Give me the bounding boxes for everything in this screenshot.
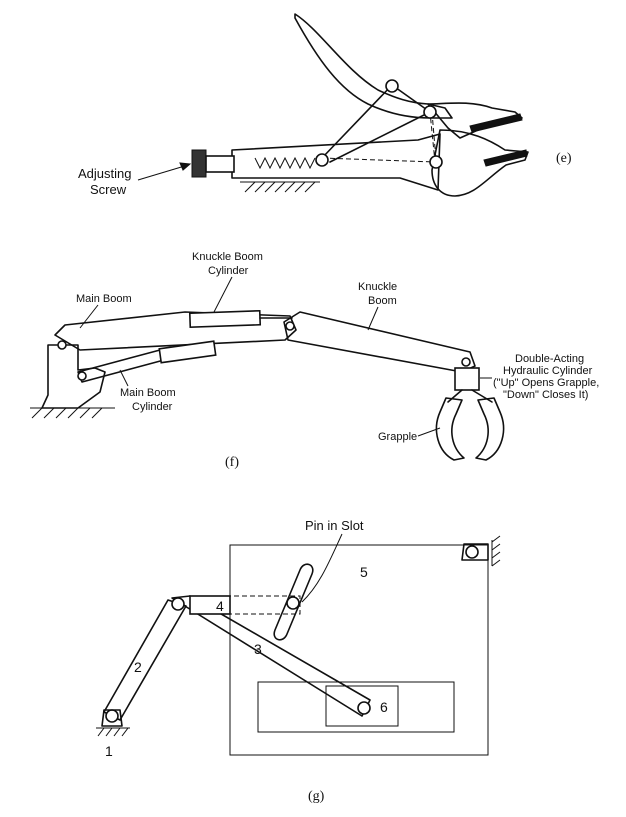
pliers-toggle-link-a <box>321 84 393 159</box>
leader-main-boom-cylinder <box>119 369 129 387</box>
caption-f: (f) <box>225 455 239 470</box>
pliers-hidden-link <box>431 111 437 161</box>
adjusting-screw-shaft <box>205 155 235 173</box>
crane-pivot-3 <box>285 321 295 331</box>
pin-in-slot-linkage-diagram: Pin in Slot 1 2 3 4 5 6 (g) <box>96 518 501 804</box>
leader-main-boom <box>79 304 99 329</box>
adjusting-screw-label-2: Screw <box>90 182 127 197</box>
link-4 <box>189 595 231 615</box>
pliers-ground-hatch <box>240 181 320 193</box>
link-3 <box>171 595 371 717</box>
leader-knuckle-boom-cylinder <box>213 276 233 313</box>
slider-6 <box>325 685 399 727</box>
pliers-pivot-1 <box>315 153 329 167</box>
grapple-arm-right <box>471 389 493 403</box>
pliers-upper-handle <box>294 13 453 119</box>
pin-link-3-6 <box>357 701 371 715</box>
label-main-boom-cylinder-2: Cylinder <box>132 401 173 413</box>
knuckle-boom <box>283 311 476 373</box>
pliers-lower-teeth <box>483 149 528 167</box>
ground-pivot-top-right <box>465 545 479 559</box>
pliers-body <box>231 133 441 191</box>
label-knuckle-boom-cylinder-1: Knuckle Boom <box>192 251 263 263</box>
label-link-5: 5 <box>360 564 368 580</box>
label-knuckle-boom-cylinder-2: Cylinder <box>208 265 249 277</box>
pin-in-slot <box>286 596 300 610</box>
crane-pivot-2 <box>77 371 87 381</box>
leader-knuckle-boom <box>367 306 379 331</box>
grapple-arm-left <box>447 389 463 403</box>
leader-pin-in-slot <box>301 533 343 603</box>
pliers-toggle-link-b <box>329 111 431 163</box>
ground-hatch-1 <box>96 727 130 737</box>
label-knuckle-boom-1: Knuckle <box>358 281 397 293</box>
label-link-1: 1 <box>105 743 113 759</box>
crane-pivot-4 <box>461 357 471 367</box>
ground-hatch-top-right <box>491 535 501 567</box>
label-double-acting-1: Double-Acting <box>515 353 584 365</box>
label-grapple: Grapple <box>378 431 417 443</box>
crane-ground-hatch <box>30 407 115 419</box>
label-double-acting-4: "Down" Closes It) <box>503 389 588 401</box>
pliers-pivot-3 <box>423 105 437 119</box>
label-double-acting-2: Hydraulic Cylinder <box>503 365 593 377</box>
knuckle-boom-cylinder <box>188 309 262 329</box>
adjusting-screw-knob <box>191 149 207 178</box>
ground-pivot-1 <box>101 709 123 727</box>
link-4-hidden-lines <box>210 595 301 615</box>
slider-guide-outer <box>257 681 455 733</box>
pliers-link-c <box>391 84 431 113</box>
pliers-lower-jaw <box>431 129 529 197</box>
label-main-boom: Main Boom <box>76 293 132 305</box>
caption-e: (e) <box>556 151 572 166</box>
slot <box>273 563 314 641</box>
crane-base <box>41 344 106 409</box>
locking-pliers-diagram: Adjusting Screw (e) <box>78 13 572 197</box>
caption-g: (g) <box>308 789 325 804</box>
label-double-acting-3: ("Up" Opens Grapple, <box>493 377 599 389</box>
ground-pivot-top-right-body <box>461 543 489 561</box>
adjusting-screw-label-1: Adjusting <box>78 166 131 181</box>
pliers-pivot-2 <box>385 79 399 93</box>
pliers-pivot-4 <box>429 155 443 169</box>
label-link-6: 6 <box>380 699 388 715</box>
adjusting-screw-leader <box>137 164 189 181</box>
pin-link-2-3 <box>171 597 185 611</box>
leader-grapple <box>417 427 441 437</box>
label-link-2: 2 <box>134 659 142 675</box>
pliers-spring <box>254 156 316 170</box>
pin-link-1-2 <box>105 709 119 723</box>
crane-pivot-1 <box>57 340 67 350</box>
link-2 <box>103 599 187 721</box>
pliers-upper-teeth <box>469 113 523 133</box>
label-knuckle-boom-2: Boom <box>368 295 397 307</box>
label-main-boom-cylinder-1: Main Boom <box>120 387 176 399</box>
adjusting-screw-arrowhead <box>179 162 192 171</box>
main-boom-cylinder <box>77 349 165 383</box>
label-link-3: 3 <box>254 641 262 657</box>
main-boom-cylinder-barrel <box>158 340 217 364</box>
link-5-frame <box>229 544 489 756</box>
knuckle-boom-diagram: Knuckle Boom Cylinder Main Boom Knuckle … <box>30 251 599 470</box>
grapple-jaws <box>435 397 505 461</box>
label-link-4: 4 <box>216 598 224 614</box>
label-pin-in-slot: Pin in Slot <box>305 518 364 533</box>
grapple-cylinder <box>454 367 480 391</box>
